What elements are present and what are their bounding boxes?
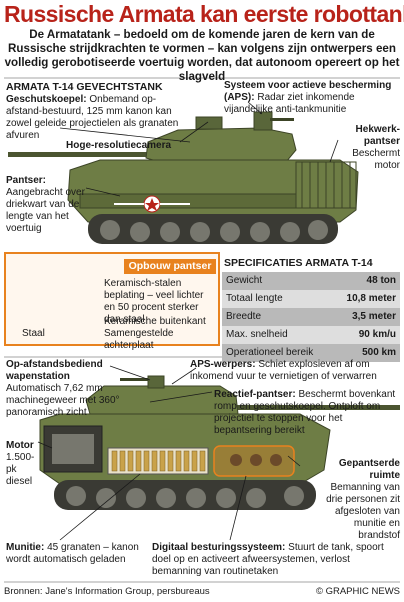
engine-title: Motor <box>6 440 34 451</box>
armor-label: Pantser: Aangebracht over driekwart van … <box>6 175 88 235</box>
digital-control-title: Digitaal besturingssysteem: <box>152 542 286 553</box>
weapon-station-title: Op-afstandsbediend wapenstation <box>6 359 103 382</box>
crew-compartment-text: Bemanning van drie personen zit afgeslot… <box>326 482 400 541</box>
upper-tank-slat-armor <box>295 161 357 209</box>
crew-compartment-label: Gepantserde ruimte Bemanning van drie pe… <box>316 458 400 542</box>
reactive-armor-text: Beschermt bovenkant romp en geschutskoep… <box>214 389 396 436</box>
ammo-title: Munitie: <box>6 542 45 553</box>
ammo-label: Munitie: 45 granaten – kanon wordt autom… <box>6 542 142 566</box>
spec-row: Operationeel bereik 500 km <box>222 344 400 362</box>
spec-value: 90 km/u <box>358 329 396 340</box>
aps-launchers-text: Schiet explosieven af om inkomend vuur t… <box>190 359 377 382</box>
slat-armor-label: Hekwerk-pantser Beschermt motor <box>344 124 400 172</box>
aps-launchers-title: APS-werpers: <box>190 359 256 370</box>
slat-armor-text: Beschermt motor <box>352 148 400 171</box>
upper-tank-hull <box>67 159 359 223</box>
armor-composition-title: Opbouw pantser <box>124 259 216 274</box>
digital-control-label: Digitaal besturingssysteem: Stuurt de ta… <box>152 542 400 578</box>
weapon-station-text: Automatisch 7,62 mm machinegeweer met 36… <box>6 383 120 418</box>
ammo-text: 45 granaten – kanon wordt automatisch ge… <box>6 542 139 565</box>
turret-title: Geschutskoepel: <box>6 94 87 105</box>
camera-label: Hoge-resolutiecamera <box>66 140 172 151</box>
copyright-notice: © GRAPHIC NEWS <box>315 586 400 597</box>
aps-title: Systeem voor actieve bescherming (APS): <box>224 80 392 103</box>
slat-armor-title: Hekwerk-pantser <box>355 124 400 147</box>
spec-key: Max. snelheid <box>226 329 288 340</box>
lower-tank-gun-barrel <box>160 405 400 410</box>
engine-text: 1.500- pk diesel <box>6 452 35 487</box>
specs-heading: SPECIFICATIES ARMATA T-14 <box>224 257 373 269</box>
spec-row: Gewicht 48 ton <box>222 272 400 290</box>
spec-row: Max. snelheid 90 km/u <box>222 326 400 344</box>
crew-compartment-title: Gepantserde ruimte <box>338 458 400 481</box>
spec-key: Totaal lengte <box>226 293 283 304</box>
spec-value: 3,5 meter <box>352 311 396 322</box>
lower-tank-cutaway <box>37 365 400 541</box>
spec-row: Totaal lengte 10,8 meter <box>222 290 400 308</box>
page-subtitle: De Armatatank – bedoeld om de komende ja… <box>4 28 400 83</box>
page-title: Russische Armata kan eerste robottank wo… <box>4 1 404 27</box>
spec-value: 48 ton <box>366 275 396 286</box>
armor-layer-composite-back: Samengestelde achterplaat <box>104 328 174 351</box>
section-heading: ARMATA T-14 GEVECHTSTANK <box>6 81 163 93</box>
turret-text: Onbemand op-afstand-bestuurd, 125 mm kan… <box>6 94 179 141</box>
spec-value: 10,8 meter <box>346 293 396 304</box>
armor-title-text: Pantser: <box>6 175 47 186</box>
aps-text: Radar ziet inkomende vijandelijke anti-t… <box>224 92 355 115</box>
sources-credit: Bronnen: Jane's Information Group, persb… <box>4 586 210 597</box>
spec-key: Operationeel bereik <box>226 347 314 358</box>
spec-key: Breedte <box>226 311 262 322</box>
armor-layer-steel: Staal <box>22 328 45 339</box>
lower-tank-tracks <box>54 480 316 510</box>
reactive-armor-title: Reactief-pantser: <box>214 389 296 400</box>
spec-key: Gewicht <box>226 275 263 286</box>
upper-tank-camera <box>195 116 223 130</box>
spec-row: Breedte 3,5 meter <box>222 308 400 326</box>
upper-tank-tracks <box>88 214 338 244</box>
armor-layer-ceramic-steel: Keramisch-stalen beplating – veel lichte… <box>104 278 204 325</box>
upper-tank-illustration <box>8 101 359 244</box>
armor-text: Aangebracht over driekwart van de lengte… <box>6 187 85 234</box>
digital-control-text: Stuurt de tank, spoort doel op en active… <box>152 542 384 577</box>
aps-launchers-label: APS-werpers: Schiet explosieven af om in… <box>190 359 400 383</box>
turret-label: Geschutskoepel: Onbemand op-afstand-best… <box>6 94 192 142</box>
armor-layer-ceramic-outer: Keramische buitenkant <box>104 316 206 327</box>
engine-label: Motor 1.500- pk diesel <box>6 440 44 488</box>
weapon-station-label: Op-afstandsbediend wapenstation Automati… <box>6 359 166 419</box>
aps-label: Systeem voor actieve bescherming (APS): … <box>224 80 400 116</box>
upper-tank-mg <box>270 118 294 121</box>
reactive-armor-label: Reactief-pantser: Beschermt bovenkant ro… <box>214 389 400 437</box>
upper-tank-gun-barrel <box>8 152 158 157</box>
spec-value: 500 km <box>362 347 396 358</box>
upper-tank-side-skirt <box>79 193 297 209</box>
